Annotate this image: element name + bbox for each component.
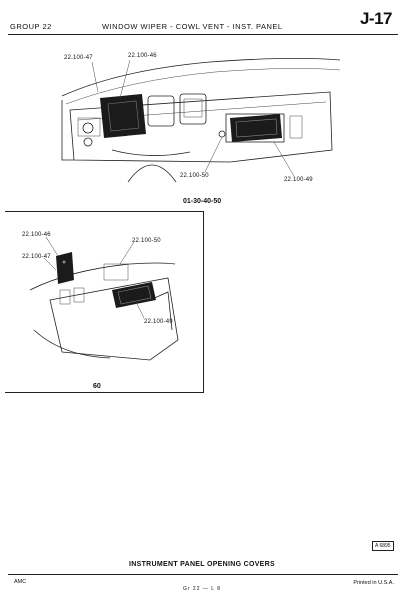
knob-left-2 (83, 137, 93, 147)
switch-2 (73, 287, 85, 303)
figure-2-frame (5, 211, 204, 393)
leader-49 (273, 141, 295, 177)
callout-22-100-47: 22.100-47 (64, 55, 93, 61)
leader-47 (91, 61, 99, 93)
cover2-50 (103, 263, 129, 281)
callout2-22-100-49: 22.100-49 (144, 319, 173, 325)
cover-46 (100, 94, 146, 138)
dash2-top (29, 262, 176, 291)
dash-face (69, 91, 333, 163)
footer-page-ref: Gr 22 — L 8 (182, 586, 222, 592)
figure-2-number: 60 (93, 383, 101, 390)
header-rule (8, 34, 398, 35)
cover2-46 (56, 252, 74, 284)
steering-upper (111, 149, 191, 156)
right-vent (289, 115, 303, 139)
figure-caption: INSTRUMENT PANEL OPENING COVERS (129, 561, 275, 568)
page-code: J-17 (359, 9, 393, 28)
callout-22-100-50: 22.100-50 (180, 173, 209, 179)
cover-49-inset (235, 118, 278, 138)
dash2-right (149, 291, 173, 331)
dash2-face (49, 277, 179, 361)
steering-wheel (127, 164, 177, 183)
figure-1-illustration (61, 58, 341, 183)
callout2-22-100-47: 22.100-47 (22, 254, 51, 260)
footer-rule (8, 574, 398, 575)
glovebox-recess (225, 113, 285, 143)
knob-left (82, 122, 94, 134)
gauge-recess-1 (147, 95, 175, 127)
dash-left-edge (61, 100, 74, 161)
callout-22-100-49: 22.100-49 (284, 177, 313, 183)
page-title: WINDOW WIPER - COWL VENT - INST. PANEL (102, 22, 283, 31)
gauge-recess-2 (179, 93, 207, 125)
left-vent (77, 117, 101, 137)
figure-2-illustration (29, 236, 179, 361)
leader2-49 (135, 301, 145, 319)
callout2-22-100-50: 22.100-50 (132, 238, 161, 244)
leader2-47 (43, 257, 57, 271)
cover-46-inset (107, 100, 140, 132)
cover2-49-inset (117, 285, 152, 305)
leader2-46 (45, 236, 59, 257)
group-label: GROUP 22 (10, 22, 52, 31)
dash-top-edge (61, 58, 341, 97)
switch-1 (59, 289, 71, 305)
reference-code: A 6895 (372, 541, 394, 551)
leader2-50 (119, 241, 135, 265)
leader-50 (204, 136, 223, 173)
footer-brand: AMC (14, 579, 27, 585)
cover2-46-hole (62, 260, 66, 264)
callout2-22-100-46: 22.100-46 (22, 232, 51, 238)
figure-1-number: 01-30-40-50 (183, 198, 222, 205)
dash-top-inner (65, 68, 341, 105)
leader-46 (119, 59, 131, 99)
footer-printed: Printed in U.S.A. (353, 580, 394, 586)
steering2 (33, 329, 111, 359)
cover2-49 (112, 282, 156, 308)
callout-22-100-46: 22.100-46 (128, 53, 157, 59)
cover-49 (230, 114, 282, 142)
gauge-inner (183, 98, 203, 118)
